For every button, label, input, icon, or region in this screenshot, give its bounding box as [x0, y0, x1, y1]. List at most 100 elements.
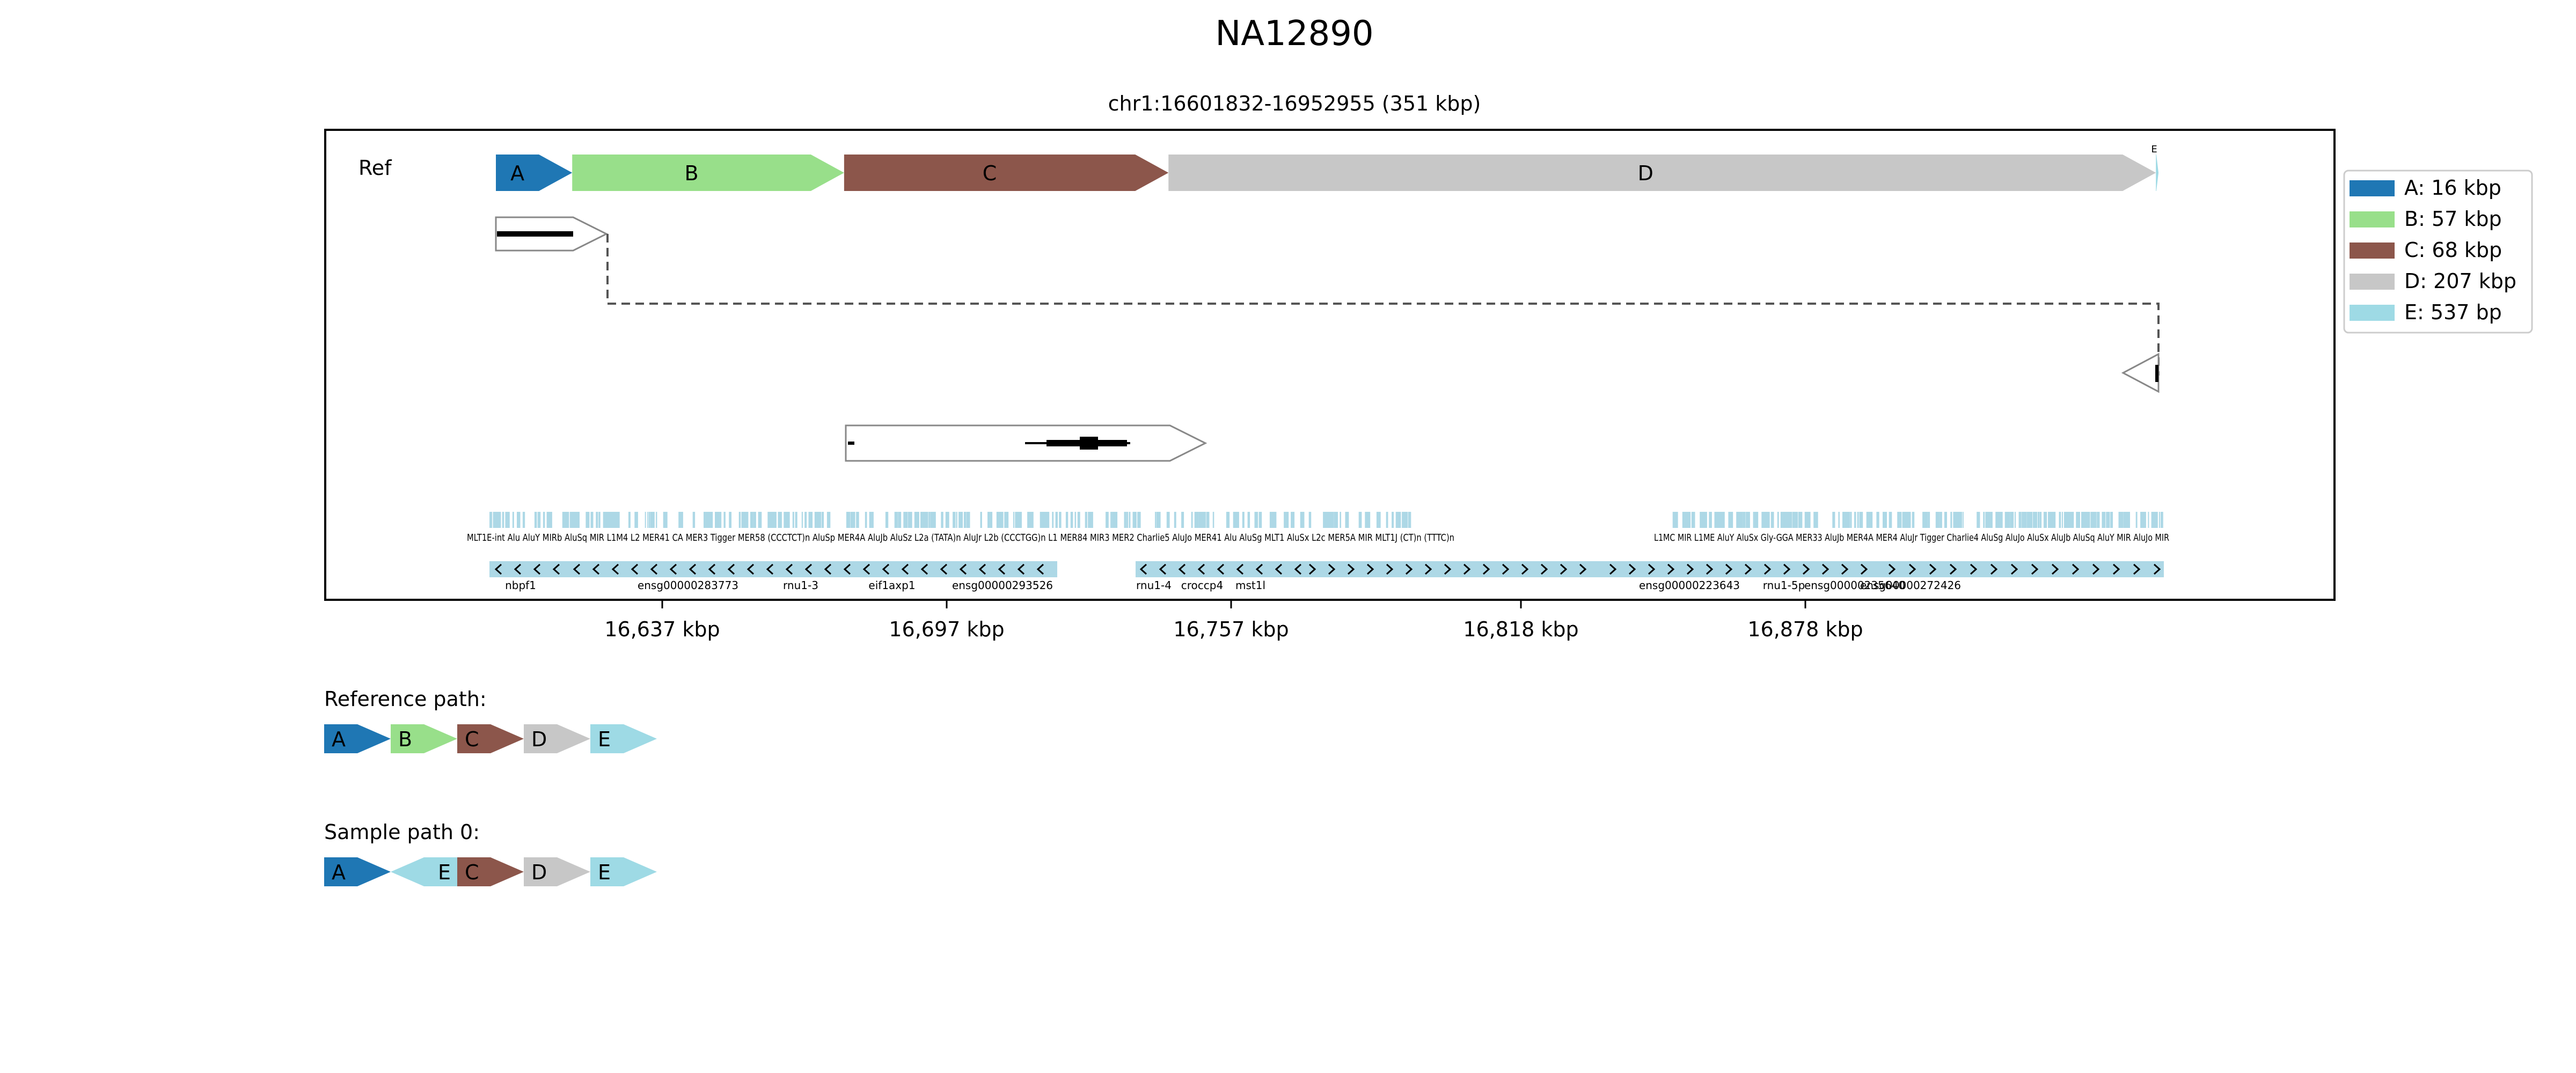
repeat-tick — [537, 512, 540, 528]
repeat-tick — [1328, 512, 1331, 528]
repeat-tick — [1336, 512, 1338, 528]
repeat-tick — [767, 512, 772, 528]
repeat-tick — [2097, 512, 2100, 528]
repeat-tick — [885, 512, 888, 528]
repeat-tick — [947, 512, 949, 528]
repeat-tick — [1700, 512, 1704, 528]
repeat-tick — [1155, 512, 1157, 528]
gene-strand-chevron — [708, 563, 716, 575]
repeat-tick — [1126, 512, 1129, 528]
repeat-tick — [2102, 512, 2106, 528]
gene-strand-chevron — [669, 563, 677, 575]
repeat-tick — [522, 512, 525, 528]
repeat-tick — [2004, 512, 2008, 528]
repeat-tick — [1877, 512, 1878, 528]
repeat-tick — [1402, 512, 1406, 528]
repeat-tick — [2148, 512, 2149, 528]
repeat-tick — [2154, 512, 2157, 528]
repeat-tick — [1962, 512, 1964, 528]
repeat-tick — [1753, 512, 1755, 528]
gene-label: ensg00000272426 — [1860, 579, 1961, 592]
repeat-tick — [1323, 512, 1327, 528]
repeat-tick — [1365, 512, 1369, 528]
repeat-tick — [1958, 512, 1963, 528]
repeat-tick — [648, 512, 650, 528]
repeat-tick — [997, 512, 1001, 528]
gene-strand-chevron — [1560, 563, 1568, 575]
repeat-tick — [1079, 512, 1080, 528]
repeat-tick — [1004, 512, 1009, 528]
repeat-tick — [848, 512, 850, 528]
repeat-tick — [1089, 512, 1093, 528]
repeat-tick — [963, 512, 967, 528]
gene-strand-chevron — [1017, 563, 1025, 575]
repeat-tick — [2091, 512, 2095, 528]
repeat-tick — [1928, 512, 1930, 528]
gene-label: rnu1-4 — [1136, 579, 1172, 592]
repeat-tick — [1066, 512, 1069, 528]
path-block-b — [391, 724, 457, 753]
gene-band-left — [489, 561, 1057, 577]
repeat-tick — [1950, 512, 1952, 528]
repeat-tick — [774, 512, 777, 528]
repeat-tick — [608, 512, 611, 528]
repeat-tick — [1704, 512, 1707, 528]
repeat-tick — [865, 512, 867, 528]
repeat-tick — [1043, 512, 1047, 528]
repeat-tick — [928, 512, 931, 528]
repeat-tick — [1115, 512, 1118, 528]
repeat-tick — [587, 512, 590, 528]
gene-strand-chevron — [1366, 563, 1374, 575]
gene-strand-chevron — [689, 563, 697, 575]
gene-strand-chevron — [1744, 563, 1752, 575]
alignment-tracks — [495, 216, 2160, 462]
repeat-tick — [2110, 512, 2113, 528]
repeat-tick — [1208, 512, 1210, 528]
gene-strand-chevron — [2051, 563, 2059, 575]
gene-strand-chevron — [1294, 563, 1302, 575]
legend-label-c: C: 68 kbp — [2404, 238, 2502, 262]
gene-strand-chevron — [1463, 563, 1471, 575]
gene-strand-chevron — [1579, 563, 1587, 575]
x-tick-label: 16,818 kbp — [1463, 618, 1578, 641]
main-panel-frame — [324, 129, 2336, 601]
gene-strand-chevron — [2072, 563, 2080, 575]
repeat-tick — [914, 512, 918, 528]
gene-strand-chevron — [1159, 563, 1167, 575]
gene-strand-chevron — [1405, 563, 1413, 575]
repeat-tick — [1181, 512, 1184, 528]
repeat-tick — [958, 512, 962, 528]
x-tick-label: 16,757 kbp — [1173, 618, 1289, 641]
repeat-tick — [2135, 512, 2138, 528]
repeat-tick — [704, 512, 707, 528]
path-block-c — [457, 724, 524, 753]
repeat-tick — [1028, 512, 1032, 528]
gene-label: rnu1-3 — [783, 579, 818, 592]
gene-strand-chevron — [2092, 563, 2100, 575]
gene-strand-chevron — [1255, 563, 1263, 575]
repeat-tick — [577, 512, 580, 528]
repeat-tick — [1074, 512, 1077, 528]
repeat-tick — [2123, 512, 2126, 528]
repeat-tick — [598, 512, 601, 528]
path-block-label-e: E — [438, 861, 451, 884]
gene-strand-chevron — [747, 563, 755, 575]
repeat-tick — [2035, 512, 2037, 528]
gene-strand-chevron — [843, 563, 851, 575]
gene-strand-chevron — [727, 563, 735, 575]
legend-label-e: E: 537 bp — [2404, 300, 2502, 324]
repeat-tick — [1233, 512, 1238, 528]
repeat-tick — [1715, 512, 1719, 528]
repeat-tick — [1743, 512, 1746, 528]
repeat-tick — [1940, 512, 1942, 528]
gene-strand-chevron — [1308, 563, 1316, 575]
gene-strand-chevron — [1502, 563, 1510, 575]
repeat-tick — [614, 512, 618, 528]
repeat-annotation-ticks — [489, 512, 2163, 528]
gene-label: ensg00000283773 — [638, 579, 738, 592]
repeat-tick — [1194, 512, 1198, 528]
repeat-tick — [778, 512, 782, 528]
legend-frame — [2343, 170, 2533, 334]
